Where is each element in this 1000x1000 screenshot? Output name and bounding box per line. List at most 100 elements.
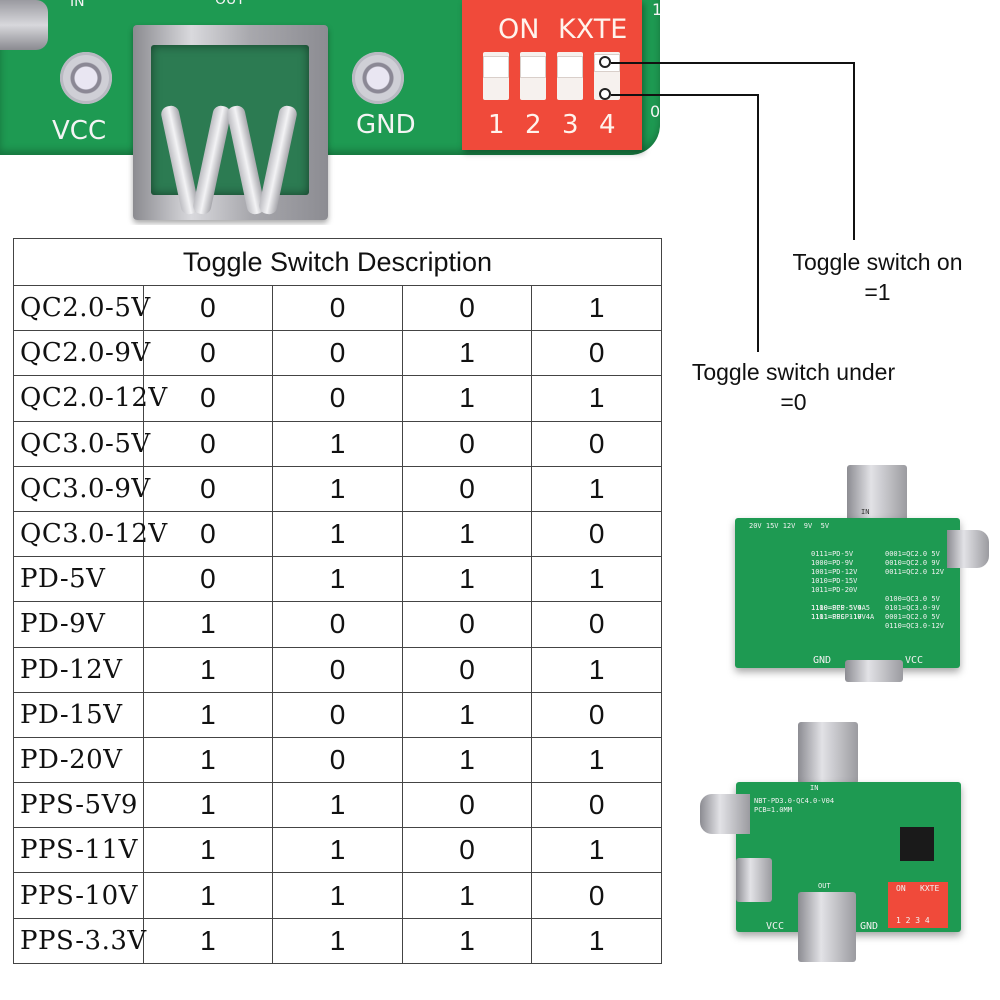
switch-3-cell: 1	[401, 330, 533, 377]
usb-a-plug	[847, 465, 907, 525]
switch-1-cell: 1	[142, 872, 274, 919]
mode-cell: PD-9V	[13, 601, 144, 648]
mini-dip-switch	[888, 882, 948, 928]
dip-slot-1	[483, 52, 509, 100]
controller-chip	[900, 827, 934, 861]
switch-4-cell: 1	[531, 375, 662, 422]
dip-on-label: ON	[498, 14, 540, 45]
codes-right: 0001=QC2.0 5V 0010=QC2.0 9V 0011=QC2.0 1…	[885, 550, 945, 630]
usb-c-port	[0, 0, 48, 50]
on-leader-horizontal	[611, 62, 855, 64]
pcb-label: PCB=1.0MM	[754, 806, 792, 814]
switch-2-cell: 0	[272, 691, 403, 738]
switch-2-cell: 1	[272, 872, 403, 919]
product-photo-front: NBT-PD3.0-QC4.0-V04 PCB=1.0MM IN OUT VCC…	[700, 722, 995, 962]
switch-3-cell: 0	[401, 420, 533, 467]
mode-cell: PD-5V	[13, 556, 144, 603]
vcc-pad	[60, 52, 112, 104]
mode-cell: QC3.0-12V	[13, 510, 167, 558]
mode-cell: QC2.0-9V	[13, 330, 150, 377]
switch-1-cell: 1	[142, 691, 274, 738]
switch-3-cell: 1	[401, 556, 533, 603]
mode-cell: PPS-3.3V	[13, 917, 146, 965]
toggle-on-annotation: Toggle switch on =1	[792, 249, 963, 305]
switch-3-cell: 0	[401, 465, 533, 512]
off-leader-vertical	[757, 94, 759, 352]
switch-2-cell: 0	[272, 736, 403, 784]
switch-2-cell: 0	[272, 375, 403, 422]
mode-cell: PD-12V	[13, 646, 144, 693]
usb-c-bottom-port	[845, 660, 903, 682]
switch-1-cell: 1	[142, 827, 274, 874]
switch-4-cell: 1	[531, 465, 662, 512]
pcb-back	[735, 518, 960, 668]
switch-4-cell: 0	[531, 691, 662, 738]
mode-cell: PPS-11V	[13, 827, 144, 874]
gnd-label-back: GND	[813, 655, 832, 666]
dip-position-1: 1	[488, 110, 505, 140]
mode-cell: QC3.0-5V	[13, 420, 150, 467]
table-title: Toggle Switch Description	[13, 238, 662, 286]
mode-cell: PPS-5V9	[13, 782, 144, 829]
switch-1-cell: 0	[142, 510, 274, 558]
switch-4-cell: 0	[531, 510, 662, 558]
switch-4-cell: 0	[531, 420, 662, 467]
switch-3-cell: 1	[401, 375, 533, 422]
usb-c-port-front-2	[736, 858, 772, 902]
mode-cell: PD-20V	[13, 736, 144, 784]
switch-1-cell: 0	[142, 465, 274, 512]
mini-dip-brand: KXTE	[920, 884, 940, 893]
on-leader-vertical	[853, 62, 855, 240]
in-silk-label: IN	[70, 0, 85, 10]
switch-3-cell: 1	[401, 691, 533, 738]
switch-2-cell: 1	[272, 510, 403, 558]
mode-cell: QC3.0-9V	[13, 465, 150, 512]
dip-position-2: 2	[525, 110, 542, 140]
switch-4-cell: 0	[531, 330, 662, 377]
switch-1-cell: 0	[142, 556, 274, 603]
dip-on-side-label: 1	[652, 0, 660, 19]
switch-2-cell: 1	[272, 782, 403, 829]
out-label-front: OUT	[818, 882, 831, 890]
usb-c-port-front	[700, 794, 750, 834]
switch-4-cell: 1	[531, 736, 662, 784]
dip-off-side-label: 0	[650, 102, 660, 121]
switch-4-cell: 1	[531, 827, 662, 874]
usb-a-socket-front	[798, 892, 856, 962]
switch-1-cell: 1	[142, 646, 274, 693]
usb-a-plug-front	[798, 722, 858, 784]
usb-c-port-back	[947, 530, 989, 568]
switch-1-cell: 0	[142, 375, 274, 422]
off-leader-horizontal	[611, 94, 759, 96]
switch-4-cell: 1	[531, 646, 662, 693]
switch-4-cell: 0	[531, 782, 662, 829]
switch-3-cell: 1	[401, 510, 533, 558]
usb-a-opening	[151, 45, 309, 216]
dip-slot-3	[557, 52, 583, 100]
pcb-closeup-photo: IN OUT VCC GND ON KXTE 1 2 3 4 1 0	[0, 0, 660, 225]
voltage-row: 20V 15V 12V 9V 5V	[749, 522, 830, 530]
switch-2-cell: 0	[272, 284, 403, 332]
dip-brand-label: KXTE	[558, 14, 628, 45]
in-label-front: IN	[810, 784, 819, 792]
dip-position-3: 3	[562, 110, 579, 140]
vcc-label-back: VCC	[905, 655, 924, 666]
switch-3-cell: 0	[401, 646, 533, 693]
product-photo-back: 20V 15V 12V 9V 5V 0111=PD-5V 1000=PD-9V …	[735, 460, 995, 685]
switch-3-cell: 1	[401, 872, 533, 919]
off-marker	[599, 88, 611, 100]
switch-2-cell: 1	[272, 827, 403, 874]
